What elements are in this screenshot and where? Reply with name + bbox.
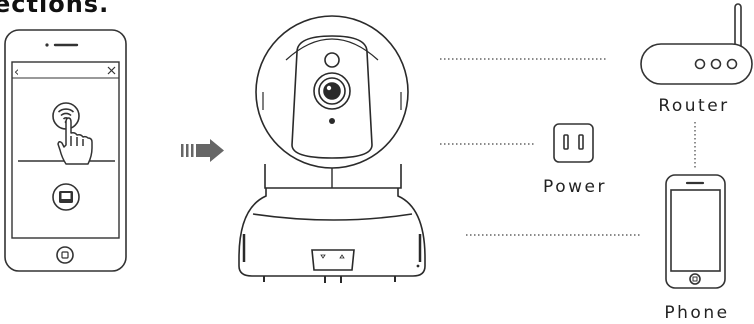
close-icon (107, 66, 116, 75)
pointing-hand-icon (57, 117, 93, 165)
router-icon (640, 3, 753, 85)
phone-icon (665, 174, 726, 289)
page-title-fragment: ections. (0, 0, 109, 18)
power-outlet-icon (553, 123, 594, 163)
ethernet-icon (52, 183, 80, 211)
dotted-connector-lines (440, 58, 696, 236)
power-label: Power (543, 177, 607, 197)
pan-tilt-camera-icon (238, 15, 426, 283)
phone-label: Phone (664, 303, 729, 323)
right-arrow-icon (181, 139, 224, 162)
back-chevron-icon: ‹ (14, 65, 19, 80)
router-label: Router (658, 96, 729, 116)
